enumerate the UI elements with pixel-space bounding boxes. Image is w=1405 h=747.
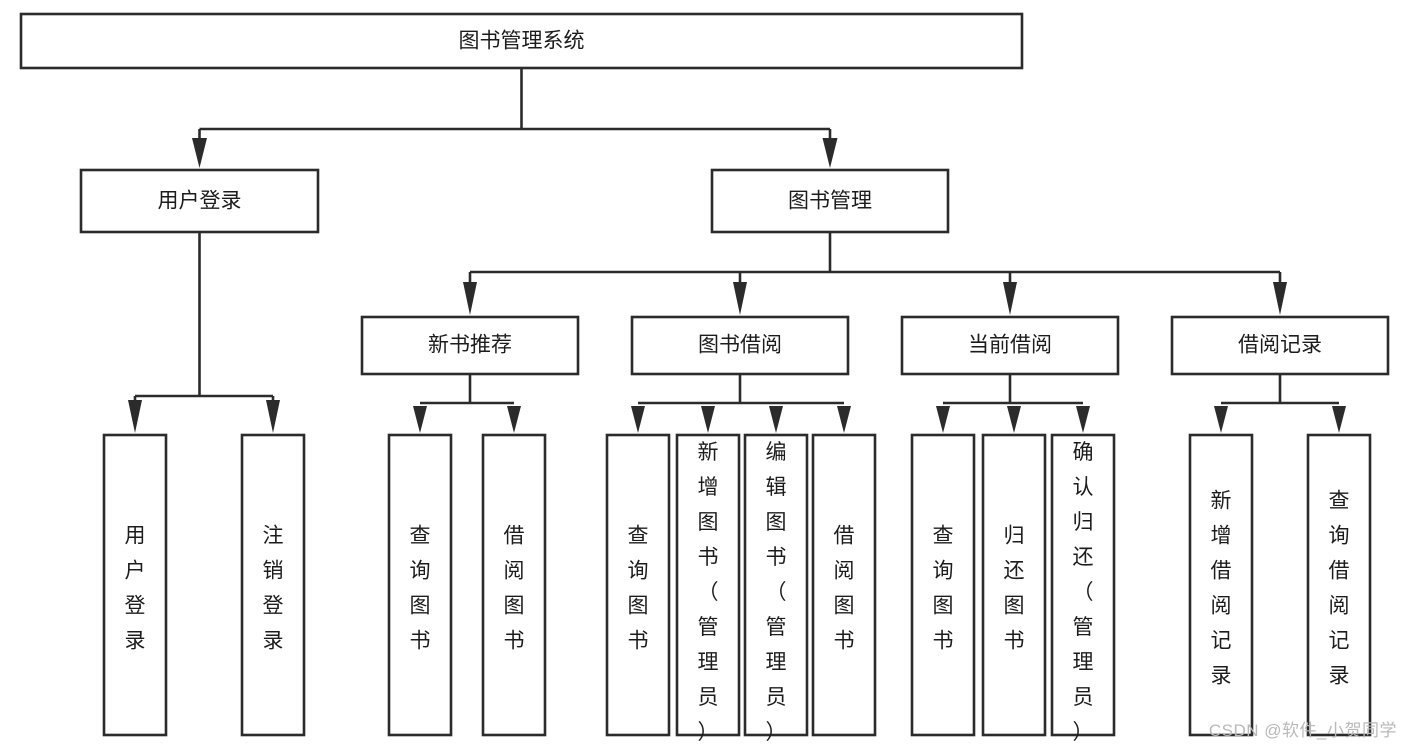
node-root[interactable]: 图书管理系统: [19, 12, 1024, 70]
arrow-head-leaf-add-record: [1214, 406, 1228, 433]
arrow-head-leaf-borrow-book-2: [837, 406, 851, 433]
node-leaf-add-book-box[interactable]: [675, 433, 741, 737]
node-leaf-add-record-box[interactable]: [1188, 433, 1254, 737]
node-leaf-confirm-return-box[interactable]: [1050, 433, 1116, 737]
node-leaf-edit-book[interactable]: 编辑图书（管理员）: [743, 433, 809, 744]
node-book-manage-box[interactable]: [710, 168, 950, 234]
node-new-book-rec[interactable]: 新书推荐: [360, 315, 580, 376]
node-leaf-borrow-book-2[interactable]: 借阅图书: [811, 433, 877, 737]
node-leaf-confirm-return[interactable]: 确认归还（管理员）: [1050, 433, 1116, 744]
node-leaf-query-record-label: 查询借阅记录: [1329, 489, 1350, 687]
node-leaf-query-book-2-label: 查询图书: [628, 524, 649, 652]
node-leaf-add-record[interactable]: 新增借阅记录: [1188, 433, 1254, 737]
node-book-manage-label: 图书管理: [788, 190, 872, 213]
node-root-box[interactable]: [19, 12, 1024, 70]
arrow-head-leaf-user-login: [128, 400, 142, 433]
node-new-book-rec-box[interactable]: [360, 315, 580, 376]
node-root-label: 图书管理系统: [459, 30, 585, 53]
node-leaf-query-record-box[interactable]: [1306, 433, 1372, 737]
arrow-head-borrow-record: [1273, 282, 1287, 315]
node-new-book-rec-label: 新书推荐: [428, 334, 512, 357]
node-leaf-borrow-book-1-label: 借阅图书: [504, 524, 525, 652]
arrow-head-leaf-return-book: [1007, 406, 1021, 433]
arrow-head-leaf-logout: [266, 400, 280, 433]
node-user-login-label: 用户登录: [158, 190, 242, 213]
node-leaf-return-book-label: 归还图书: [1004, 524, 1025, 652]
arrow-head-user-login: [192, 138, 207, 168]
node-leaf-borrow-book-2-box[interactable]: [811, 433, 877, 737]
node-leaf-edit-book-box[interactable]: [743, 433, 809, 737]
arrow-head-book-manage: [822, 138, 838, 168]
node-leaf-query-book-3-box[interactable]: [910, 433, 976, 737]
leaf-node-group: 用户登录 注销登录 查询图书 借阅图书 查询图书 新增图书（管理员）: [102, 433, 1372, 744]
node-leaf-query-book-1-box[interactable]: [387, 433, 453, 737]
node-user-login-box[interactable]: [79, 168, 320, 234]
node-leaf-borrow-book-1[interactable]: 借阅图书: [481, 433, 547, 737]
node-borrow-record-box[interactable]: [1170, 315, 1390, 376]
node-leaf-query-book-1[interactable]: 查询图书: [387, 433, 453, 737]
arrow-head-leaf-add-book: [701, 406, 715, 433]
node-leaf-query-book-3-label: 查询图书: [933, 524, 954, 652]
node-current-borrow-box[interactable]: [900, 315, 1120, 376]
node-leaf-add-book-label: 新增图书（管理员）: [698, 441, 719, 744]
node-book-borrow-box[interactable]: [630, 315, 850, 376]
arrow-head-current-borrow: [1003, 282, 1017, 315]
node-book-borrow[interactable]: 图书借阅: [630, 315, 850, 376]
node-book-manage[interactable]: 图书管理: [710, 168, 950, 234]
connector-layer: [128, 68, 1346, 433]
node-borrow-record[interactable]: 借阅记录: [1170, 315, 1390, 376]
arrow-head-leaf-query-book-3: [936, 406, 950, 433]
node-leaf-user-login[interactable]: 用户登录: [102, 433, 168, 737]
node-leaf-query-book-2[interactable]: 查询图书: [605, 433, 671, 737]
node-leaf-logout-label: 注销登录: [263, 524, 284, 652]
arrow-head-book-borrow: [733, 282, 747, 315]
node-leaf-logout-box[interactable]: [240, 433, 306, 737]
arrow-head-leaf-query-book-2: [631, 406, 645, 433]
node-user-login[interactable]: 用户登录: [79, 168, 320, 234]
node-leaf-confirm-return-label: 确认归还（管理员）: [1073, 441, 1094, 744]
node-leaf-user-login-label: 用户登录: [125, 524, 146, 652]
node-book-borrow-label: 图书借阅: [698, 334, 782, 357]
node-leaf-add-record-label: 新增借阅记录: [1211, 489, 1232, 687]
node-borrow-record-label: 借阅记录: [1238, 334, 1322, 357]
arrow-head-leaf-edit-book: [769, 406, 783, 433]
node-leaf-return-book-box[interactable]: [981, 433, 1047, 737]
arrow-head-leaf-query-record: [1332, 406, 1346, 433]
node-leaf-query-book-1-label: 查询图书: [410, 524, 431, 652]
arrow-head-leaf-query-book-1: [413, 406, 427, 433]
node-leaf-borrow-book-2-label: 借阅图书: [834, 524, 855, 652]
node-leaf-edit-book-label: 编辑图书（管理员）: [766, 441, 787, 744]
arrow-head-leaf-borrow-book-1: [507, 406, 521, 433]
node-leaf-logout[interactable]: 注销登录: [240, 433, 306, 737]
node-current-borrow-label: 当前借阅: [968, 334, 1052, 357]
node-leaf-add-book[interactable]: 新增图书（管理员）: [675, 433, 741, 744]
node-leaf-query-book-3[interactable]: 查询图书: [910, 433, 976, 737]
node-leaf-borrow-book-1-box[interactable]: [481, 433, 547, 737]
node-leaf-user-login-box[interactable]: [102, 433, 168, 737]
node-leaf-query-book-2-box[interactable]: [605, 433, 671, 737]
node-current-borrow[interactable]: 当前借阅: [900, 315, 1120, 376]
node-leaf-query-record[interactable]: 查询借阅记录: [1306, 433, 1372, 737]
arrow-head-leaf-confirm-return: [1076, 406, 1090, 433]
arrow-head-new-book-rec: [463, 282, 477, 315]
node-leaf-return-book[interactable]: 归还图书: [981, 433, 1047, 737]
